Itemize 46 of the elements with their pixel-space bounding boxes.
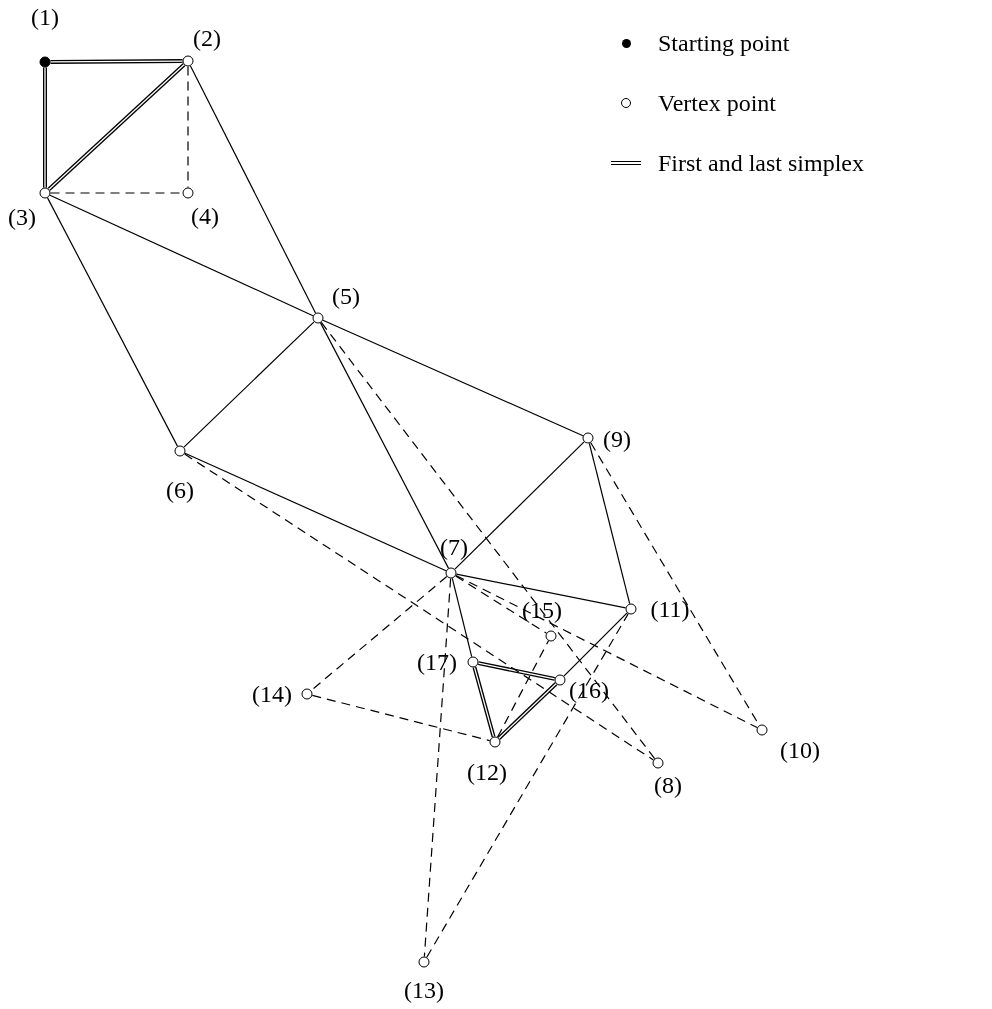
line [49, 194, 314, 317]
point-number: (1) [31, 5, 59, 29]
point-number: (16) [569, 678, 609, 702]
line [455, 573, 627, 609]
double-line [43, 67, 47, 188]
double-line [50, 59, 183, 64]
point-number: (11) [650, 597, 690, 621]
legend-label: First and last simplex [658, 151, 864, 175]
dashed-line [496, 640, 550, 738]
line [184, 452, 447, 572]
dashed-line [426, 613, 629, 958]
point-number: (13) [404, 978, 444, 1002]
line [322, 319, 584, 437]
line [588, 442, 631, 605]
dashed-line [320, 321, 656, 760]
point-number: (10) [780, 738, 820, 762]
point-number: (8) [654, 773, 682, 797]
point-number: (7) [440, 535, 468, 559]
dashed-line [455, 575, 547, 634]
point-number: (17) [417, 650, 457, 674]
point-number: (4) [191, 204, 219, 228]
point-number: (6) [166, 478, 194, 502]
double-line [497, 682, 558, 740]
line [454, 441, 585, 570]
line [183, 321, 315, 448]
dashed-line [455, 574, 758, 729]
line [189, 65, 317, 314]
line [319, 322, 450, 569]
point-number: (2) [193, 26, 221, 50]
dashed-line [184, 453, 654, 761]
double-line [47, 63, 186, 191]
point-number: (9) [603, 427, 631, 451]
double-line [472, 666, 496, 738]
dashed-line [423, 577, 452, 958]
point-number: (12) [467, 760, 507, 784]
dashed-line [311, 694, 491, 742]
legend-label: Vertex point [658, 91, 776, 115]
point-number: (14) [252, 682, 292, 706]
double-line [478, 661, 555, 681]
line [563, 612, 628, 677]
point-number: (15) [522, 598, 562, 622]
legend-label: Starting point [658, 31, 790, 55]
point-number: (3) [8, 205, 36, 229]
line [46, 197, 179, 447]
line [451, 577, 473, 658]
point-number: (5) [332, 284, 360, 308]
